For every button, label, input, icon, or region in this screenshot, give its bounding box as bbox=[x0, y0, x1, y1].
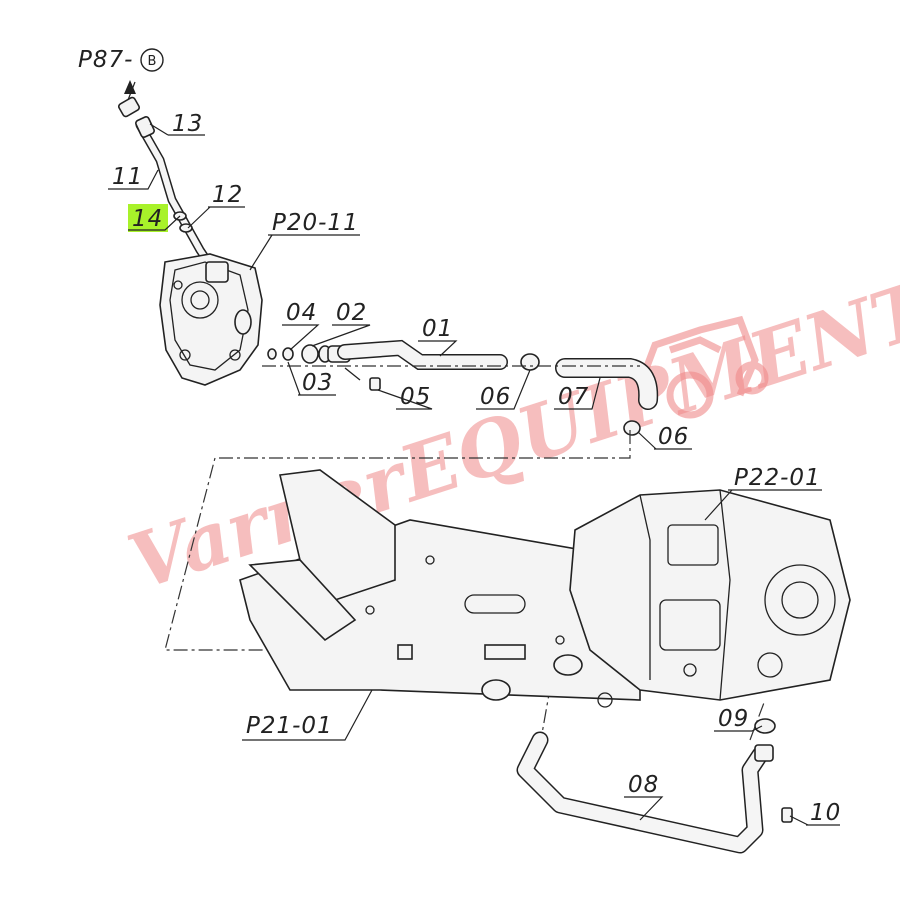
callout-04: 04 bbox=[286, 300, 317, 326]
pipe-assembly: P87- B bbox=[78, 47, 217, 273]
hose-08 bbox=[516, 718, 793, 854]
callout-13: 13 bbox=[172, 111, 203, 137]
ref-p87-circle-icon bbox=[140, 48, 164, 72]
callouts: 13 11 14 12 04 02 03 05 01 06 07 06 09 0… bbox=[108, 111, 841, 826]
callout-07: 07 bbox=[558, 384, 589, 410]
ref-p21-label: P21-01 bbox=[246, 713, 333, 739]
callout-06a: 06 bbox=[480, 384, 511, 410]
watermark-tractor-icon bbox=[636, 315, 769, 419]
pipe-01 bbox=[337, 339, 508, 370]
callout-11: 11 bbox=[112, 164, 143, 190]
callout-06b: 06 bbox=[658, 424, 689, 450]
frame-p21-01 bbox=[239, 469, 641, 701]
callout-14: 14 bbox=[132, 206, 163, 232]
callout-10: 10 bbox=[810, 800, 841, 826]
callout-02: 02 bbox=[336, 300, 367, 326]
ref-p87-circle-letter: B bbox=[148, 54, 157, 69]
callout-01: 01 bbox=[422, 316, 453, 342]
callout-14-highlight bbox=[128, 204, 168, 232]
callout-05: 05 bbox=[400, 384, 431, 410]
ref-p22-label: P22-01 bbox=[734, 465, 821, 491]
hose-07 bbox=[520, 353, 659, 436]
housing-p20-11 bbox=[159, 253, 263, 386]
ref-p87-label: P87- bbox=[78, 47, 133, 73]
arrow-up-icon bbox=[124, 80, 136, 94]
callout-03: 03 bbox=[302, 370, 333, 396]
callout-12: 12 bbox=[212, 182, 243, 208]
reference-labels: P20-11 P21-01 P22-01 bbox=[242, 210, 822, 741]
assembly-guides bbox=[164, 365, 766, 746]
callout-09: 09 bbox=[718, 706, 749, 732]
ref-p20-label: P20-11 bbox=[272, 210, 359, 236]
transmission-p22-01 bbox=[569, 489, 851, 708]
callout-08: 08 bbox=[628, 772, 659, 798]
